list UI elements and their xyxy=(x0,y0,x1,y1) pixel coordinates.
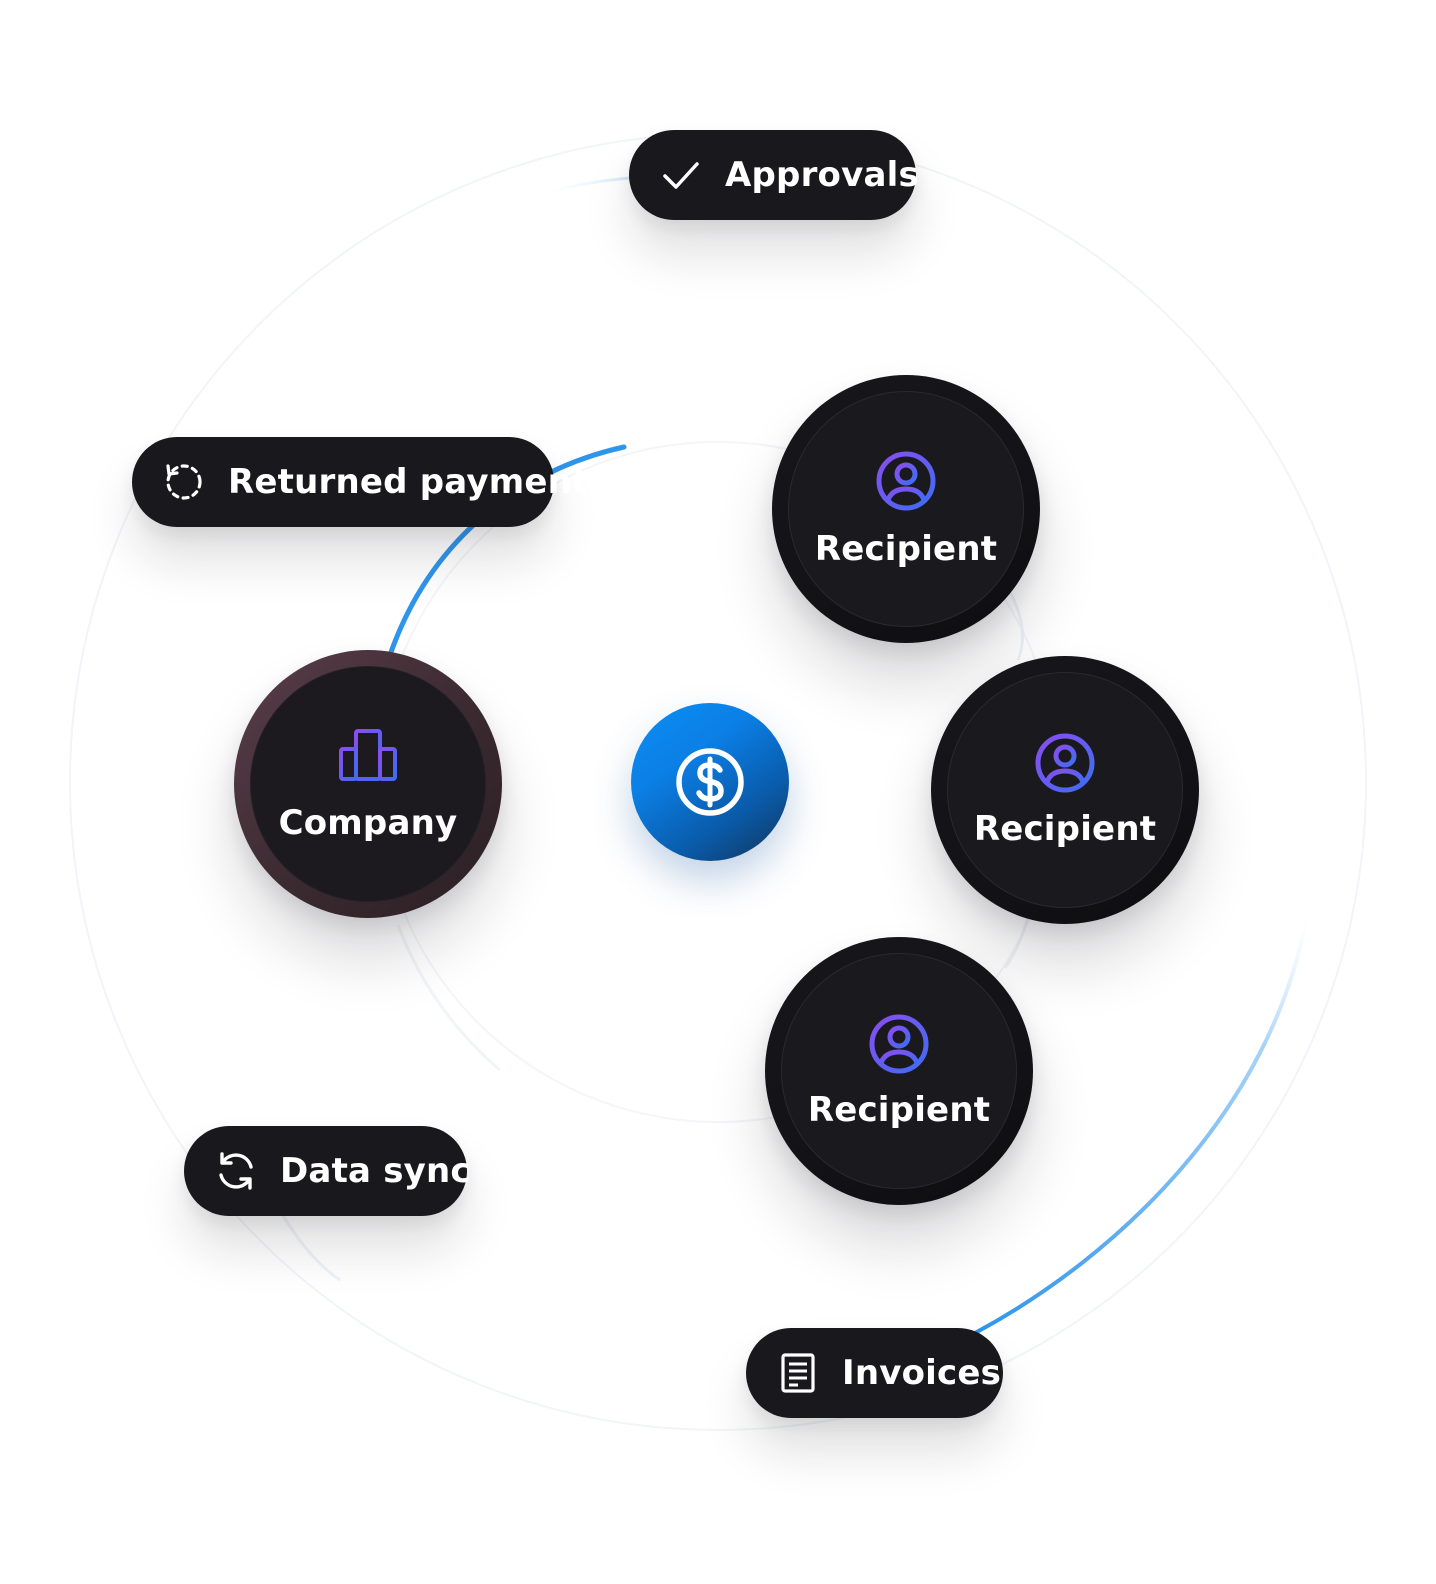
dollar-circle-icon xyxy=(676,748,744,816)
company-label: Company xyxy=(278,803,458,843)
recipient-label: Recipient xyxy=(814,529,998,569)
recipient-node[interactable]: Recipient xyxy=(931,656,1199,924)
approvals-pill[interactable]: Approvals xyxy=(629,130,919,220)
recipient-node[interactable]: Recipient xyxy=(772,375,1040,643)
user-circle-icon xyxy=(876,451,936,511)
returned-payment-pill[interactable]: Returned payment xyxy=(132,437,588,527)
recipient-node-inner: Recipient xyxy=(781,953,1017,1189)
sync-icon xyxy=(214,1149,258,1193)
payment-hub[interactable] xyxy=(631,703,789,861)
dashed-refresh-icon xyxy=(162,460,206,504)
approvals-label: Approvals xyxy=(725,155,919,195)
data-sync-pill[interactable]: Data sync xyxy=(184,1126,471,1216)
recipient-node[interactable]: Recipient xyxy=(765,937,1033,1205)
user-circle-icon xyxy=(869,1014,929,1074)
recipient-node-inner: Recipient xyxy=(947,672,1183,908)
user-circle-icon xyxy=(1035,733,1095,793)
invoices-pill[interactable]: Invoices xyxy=(746,1328,1003,1418)
company-node-inner: Company xyxy=(250,666,486,902)
document-icon xyxy=(776,1351,820,1395)
recipient-label: Recipient xyxy=(973,809,1157,849)
data-sync-label: Data sync xyxy=(280,1151,471,1191)
recipient-label: Recipient xyxy=(807,1090,991,1130)
building-icon xyxy=(338,729,398,783)
company-node[interactable]: Company xyxy=(234,650,502,918)
recipient-node-inner: Recipient xyxy=(788,391,1024,627)
returned-payment-label: Returned payment xyxy=(228,462,589,502)
check-icon xyxy=(659,153,703,197)
invoices-label: Invoices xyxy=(842,1353,1002,1393)
